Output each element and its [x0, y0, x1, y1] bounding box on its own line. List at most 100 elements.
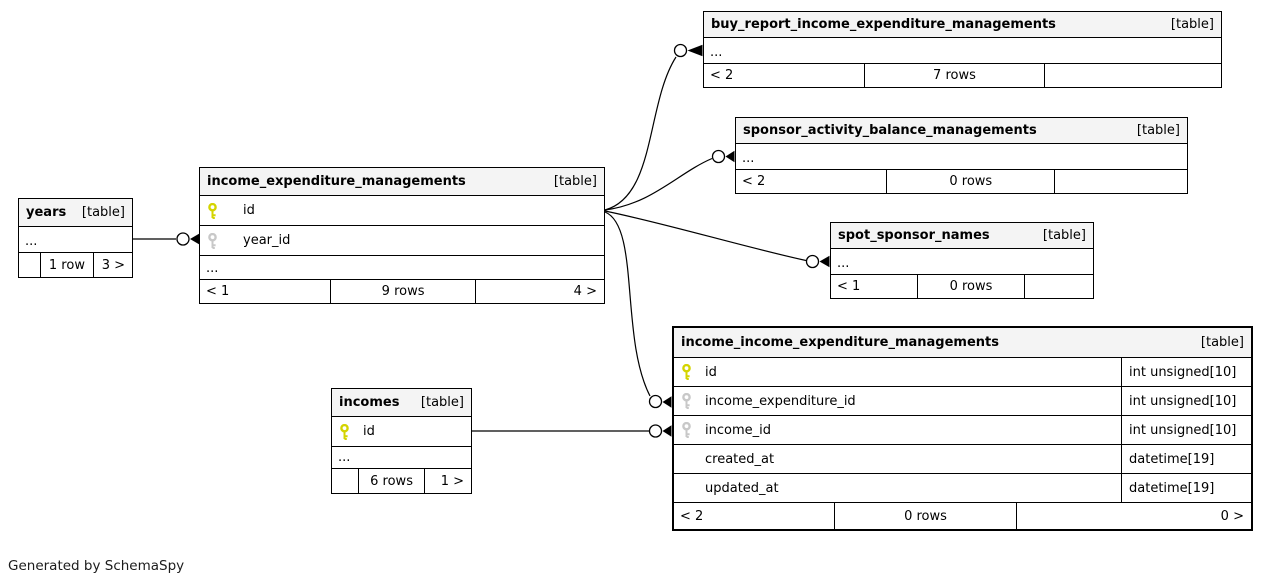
hidden-columns-row: ... [704, 38, 1221, 64]
zero-connector-icon [648, 394, 663, 409]
relationship-line [604, 157, 713, 211]
column-row-id: id [332, 417, 471, 447]
zero-connector-icon [673, 43, 688, 58]
hidden-columns-row: ... [19, 227, 132, 253]
table-sponsor-activity-balance-managements[interactable]: sponsor_activity_balance_managements [ta… [735, 117, 1188, 194]
table-footer: < 2 0 rows [736, 170, 1187, 193]
relationship-iem-to-buy-report [604, 43, 703, 211]
column-name: id [243, 203, 255, 218]
column-row-income-id: income_id int unsigned[10] [674, 416, 1251, 445]
column-name: year_id [243, 233, 291, 248]
footer-children [1054, 170, 1187, 193]
schemaspy-credit: Generated by SchemaSpy [8, 558, 185, 574]
primary-key-icon [339, 423, 354, 440]
footer-row-count: 7 rows [864, 64, 1043, 87]
table-buy-report-income-expenditure-managements[interactable]: buy_report_income_expenditure_management… [703, 11, 1222, 88]
relationship-line [604, 210, 807, 262]
table-footer: 1 row 3 > [19, 253, 132, 277]
hidden-columns-row: ... [831, 249, 1093, 275]
arrowhead-icon [662, 396, 672, 408]
column-row-income-expenditure-id: income_expenditure_id int unsigned[10] [674, 387, 1251, 416]
column-row-updated-at: updated_at datetime[19] [674, 474, 1251, 503]
footer-parents: < 2 [742, 174, 766, 189]
primary-key-icon [207, 202, 222, 219]
table-footer: < 2 0 rows 0 > [674, 503, 1251, 529]
footer-children: 4 > [474, 280, 604, 303]
footer-row-count: 9 rows [330, 280, 474, 303]
column-row-created-at: created_at datetime[19] [674, 445, 1251, 474]
table-title: income_income_expenditure_managements [681, 335, 999, 350]
table-income-income-expenditure-managements[interactable]: income_income_expenditure_managements [t… [672, 326, 1253, 531]
column-type: int unsigned[10] [1121, 387, 1251, 415]
zero-connector-icon [711, 149, 726, 164]
relationship-line [604, 56, 677, 211]
footer-row-count: 0 rows [834, 503, 1015, 529]
table-footer: < 1 0 rows [831, 275, 1093, 298]
column-name: created_at [705, 451, 775, 467]
zero-connector-icon [176, 232, 190, 246]
relationship-iem-to-sponsor-activity [604, 149, 735, 211]
table-spot-sponsor-names[interactable]: spot_sponsor_names [table] ... < 1 0 row… [830, 222, 1094, 299]
table-header[interactable]: incomes [table] [332, 389, 471, 417]
relationship-line [604, 211, 651, 397]
table-title: spot_sponsor_names [838, 228, 990, 243]
column-type: int unsigned[10] [1121, 416, 1251, 444]
table-footer: 6 rows 1 > [332, 469, 471, 493]
footer-parents: < 2 [710, 68, 734, 83]
table-title: incomes [339, 395, 400, 410]
table-header[interactable]: income_expenditure_managements [table] [200, 168, 604, 196]
footer-parents: < 1 [837, 279, 861, 294]
column-type: int unsigned[10] [1121, 358, 1251, 386]
table-header[interactable]: income_income_expenditure_managements [t… [674, 328, 1251, 358]
table-header[interactable]: buy_report_income_expenditure_management… [704, 12, 1221, 38]
footer-parents: < 1 [206, 284, 230, 299]
footer-row-count: 1 row [39, 253, 93, 277]
table-type-tag: [table] [1136, 123, 1180, 138]
primary-key-icon [681, 364, 696, 380]
column-row-year-id: year_id [200, 226, 604, 256]
table-header[interactable]: sponsor_activity_balance_managements [ta… [736, 118, 1187, 144]
table-type-tag: [table] [420, 395, 464, 410]
table-incomes[interactable]: incomes [table] id ... 6 rows 1 > [331, 388, 472, 494]
foreign-key-icon [681, 393, 696, 409]
column-name: updated_at [705, 480, 779, 496]
table-title: sponsor_activity_balance_managements [743, 123, 1037, 138]
table-header[interactable]: spot_sponsor_names [table] [831, 223, 1093, 249]
footer-children [1023, 275, 1093, 298]
footer-children: 1 > [424, 469, 471, 493]
hidden-columns-row: ... [736, 144, 1187, 170]
relationship-years-to-iem [133, 232, 199, 246]
footer-row-count: 6 rows [357, 469, 425, 493]
table-type-tag: [table] [1042, 228, 1086, 243]
footer-children: 0 > [1015, 503, 1251, 529]
zero-connector-icon [805, 254, 820, 269]
table-footer: < 1 9 rows 4 > [200, 280, 604, 303]
foreign-key-icon [207, 232, 222, 249]
table-income-expenditure-managements[interactable]: income_expenditure_managements [table] i… [199, 167, 605, 304]
table-title: income_expenditure_managements [207, 174, 466, 189]
foreign-key-icon [681, 422, 696, 438]
table-type-tag: [table] [1200, 335, 1244, 350]
footer-parents [332, 469, 358, 493]
table-years[interactable]: years [table] ... 1 row 3 > [18, 198, 133, 278]
column-row-id: id int unsigned[10] [674, 358, 1251, 387]
relationship-incomes-to-iiem [472, 424, 672, 438]
column-name: id [705, 364, 717, 380]
arrowhead-icon [687, 44, 703, 57]
footer-parents: < 2 [680, 508, 704, 524]
zero-connector-icon [648, 424, 663, 438]
arrowhead-icon [190, 233, 199, 245]
arrowhead-icon [819, 255, 830, 268]
relationship-iem-to-spot-sponsor [604, 210, 830, 269]
column-type: datetime[19] [1121, 445, 1251, 473]
column-row-id: id [200, 196, 604, 226]
column-type: datetime[19] [1121, 474, 1251, 502]
column-name: income_id [705, 422, 771, 438]
table-header[interactable]: years [table] [19, 199, 132, 227]
arrowhead-icon [662, 425, 672, 437]
footer-row-count: 0 rows [917, 275, 1023, 298]
column-name: id [363, 424, 375, 439]
column-name: income_expenditure_id [705, 393, 856, 409]
